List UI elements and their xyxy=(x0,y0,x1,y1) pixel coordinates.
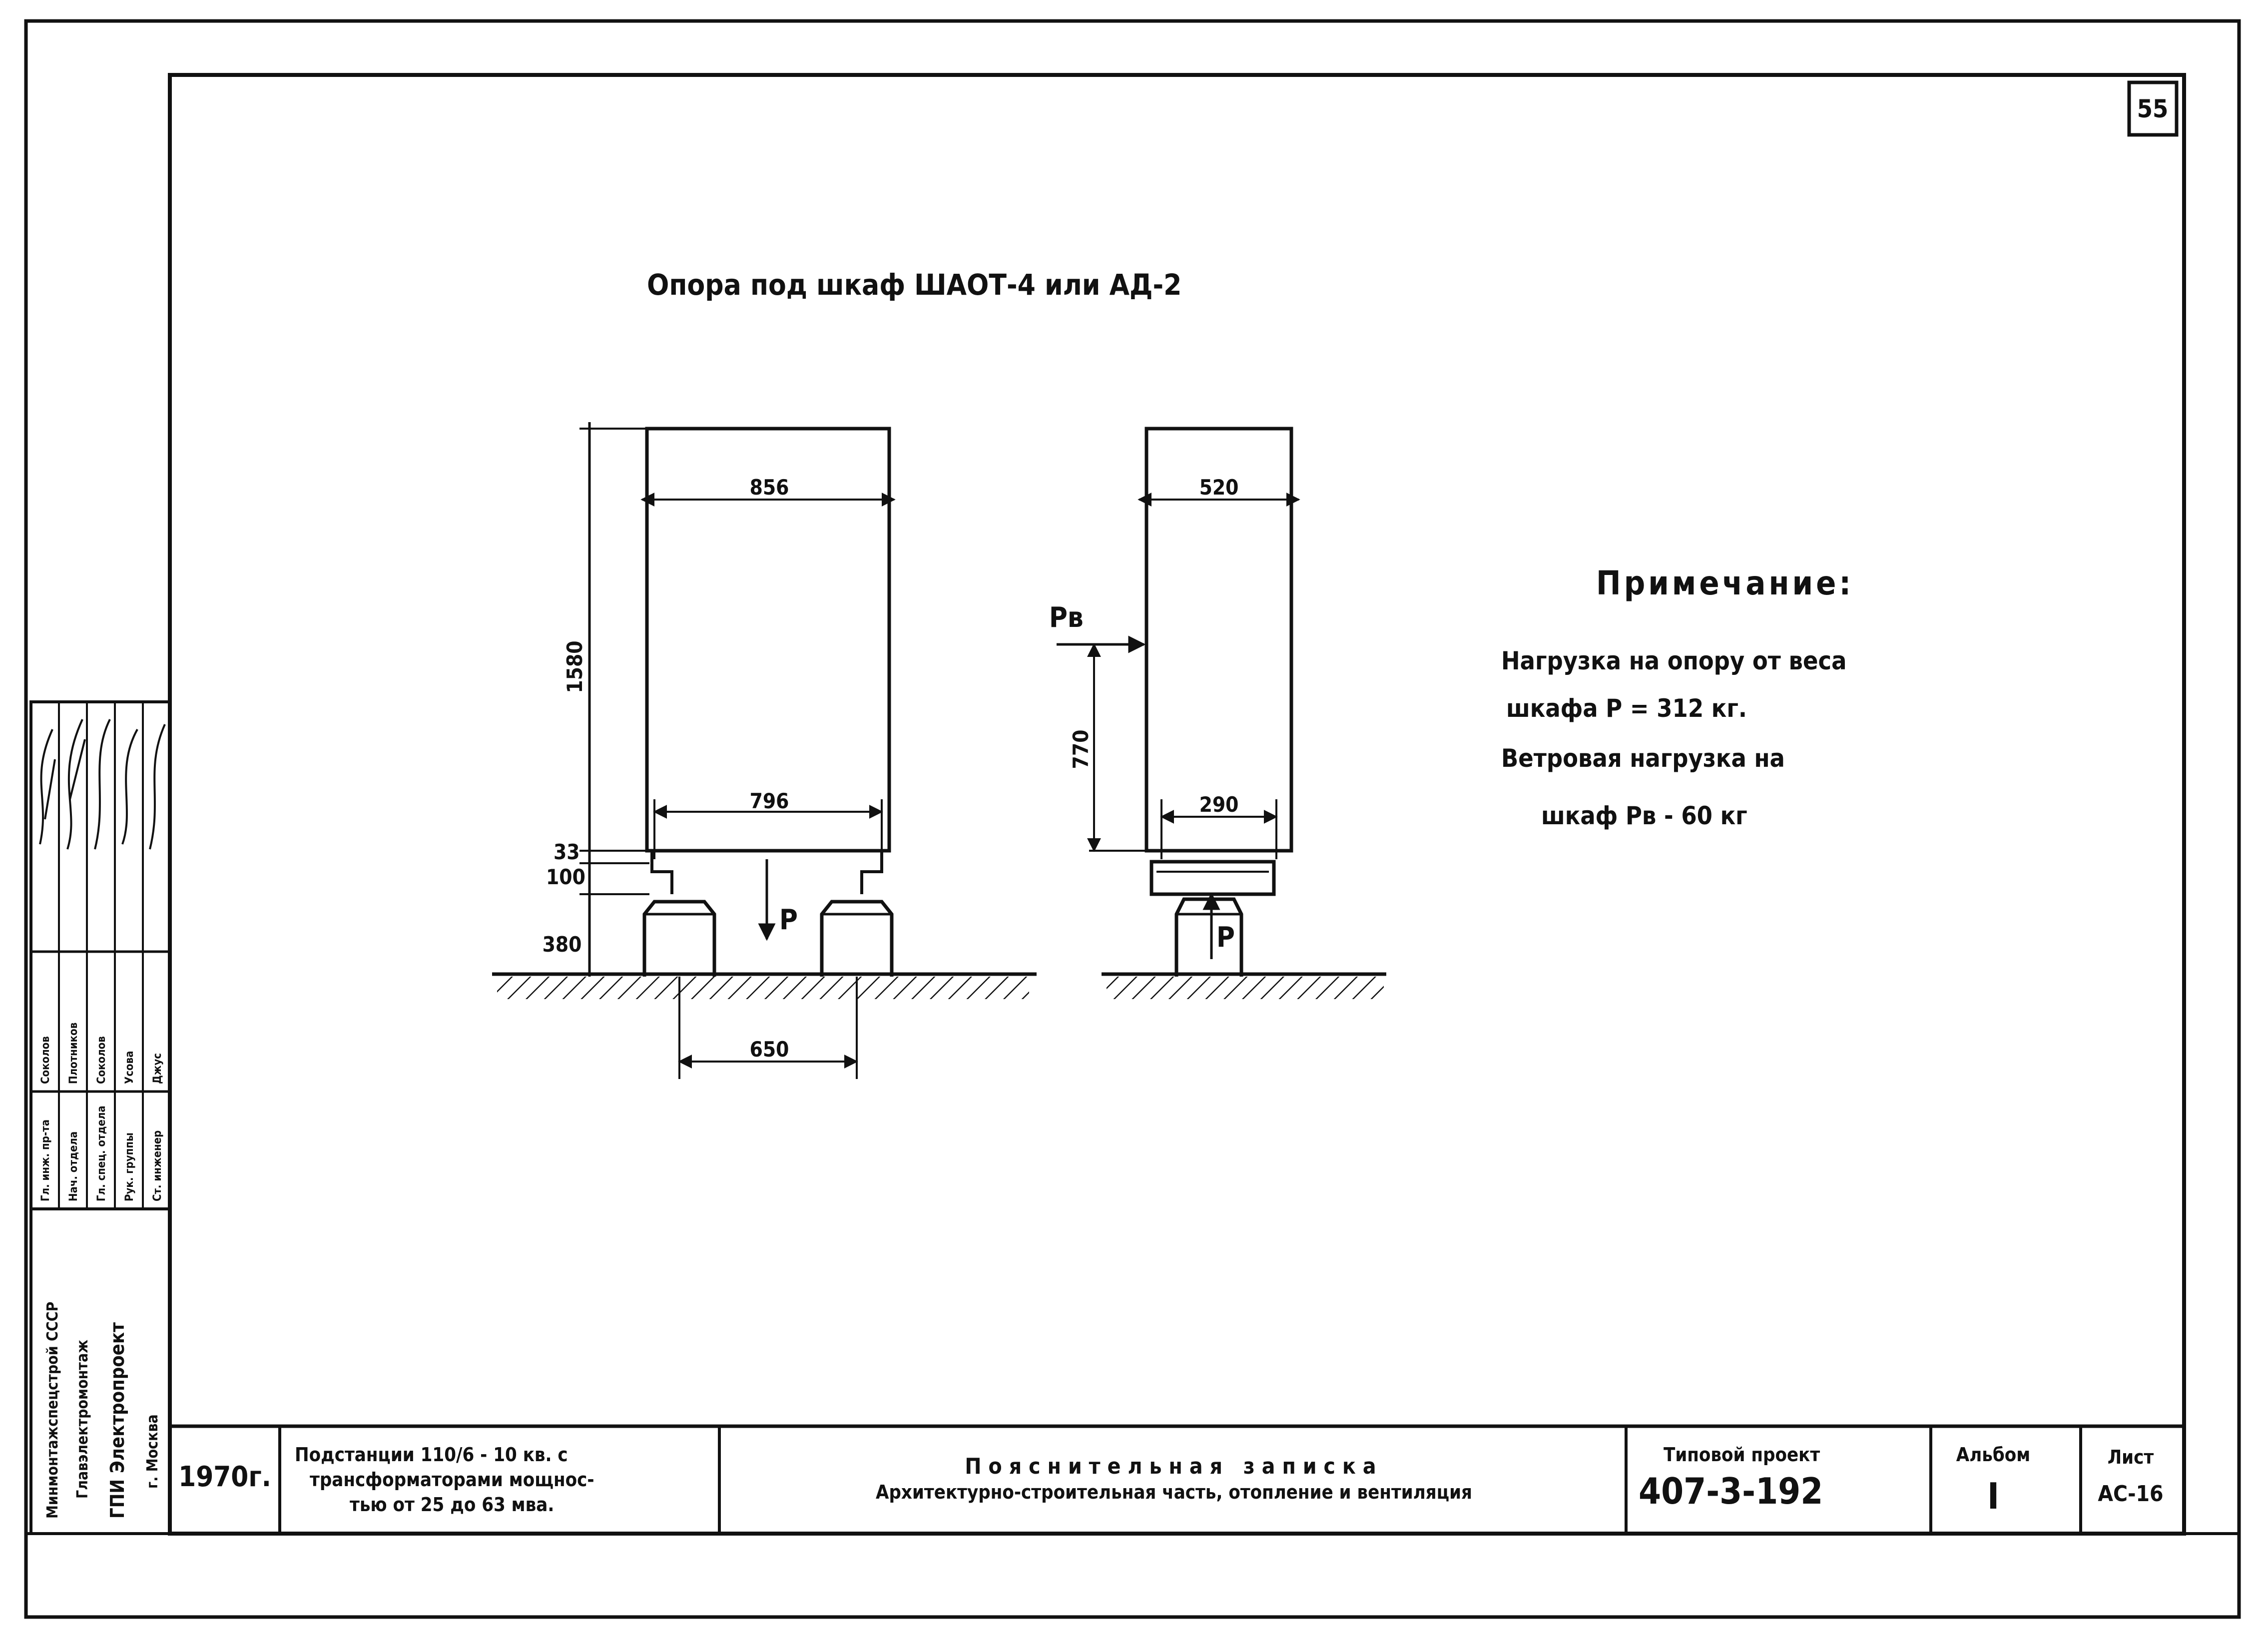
stamp-org-4: г. Москва xyxy=(144,1414,161,1489)
stamp-name-2: Плотников xyxy=(67,1023,80,1084)
title-doc: Пояснительная записка xyxy=(965,1454,1383,1479)
note-line-4: шкаф Рв - 60 кг xyxy=(1541,801,1747,830)
stamp-role-4: Рук. группы xyxy=(123,1132,136,1201)
page-number: 55 xyxy=(2137,94,2169,123)
front-dim-100: 100 xyxy=(546,865,585,889)
front-width-bottom: 796 xyxy=(750,789,789,813)
title-subject-3: тью от 25 до 63 мва. xyxy=(350,1494,554,1516)
side-load-label: Р xyxy=(1216,921,1235,954)
stamp-name-4: Усова xyxy=(123,1051,136,1084)
front-height: 1580 xyxy=(563,640,587,693)
side-base-frame xyxy=(1149,860,1276,896)
front-support-spacing: 650 xyxy=(750,1037,789,1062)
side-cabinet xyxy=(1144,427,1293,853)
title-subject-1: Подстанции 110/6 - 10 кв. с xyxy=(295,1444,568,1466)
title-year: 1970г. xyxy=(178,1461,271,1493)
front-view xyxy=(492,422,1037,1079)
note-line-3: Ветровая нагрузка на xyxy=(1501,744,1785,773)
side-wind-height: 770 xyxy=(1069,730,1093,769)
stamp-role-2: Нач. отдела xyxy=(67,1131,80,1201)
note: Примечание: Нагрузка на опору от веса шк… xyxy=(1501,564,1854,830)
title-album-value: I xyxy=(1987,1475,1999,1517)
side-view-labels: 520 Рв 770 290 Р xyxy=(1049,475,1238,954)
title-album-label: Альбом xyxy=(1956,1444,2030,1466)
title-sheet-label: Лист xyxy=(2108,1446,2154,1468)
page-number-box: 55 xyxy=(2127,80,2179,137)
stamp-org-3: ГПИ Электропроект xyxy=(106,1322,128,1519)
note-heading: Примечание: xyxy=(1596,564,1854,602)
stamp-org-1: Минмонтажспецстрой СССР xyxy=(44,1302,61,1519)
stamp-role-1: Гл. инж. пр-та xyxy=(39,1119,52,1201)
side-width-bottom: 290 xyxy=(1199,792,1239,817)
note-line-2: шкафа Р = 312 кг. xyxy=(1506,694,1747,723)
title-sheet-value: АС-16 xyxy=(2098,1481,2163,1507)
front-load-label: Р xyxy=(779,904,798,936)
side-width-top: 520 xyxy=(1199,475,1239,500)
stamp xyxy=(29,700,171,1535)
front-left-pedestal xyxy=(642,900,716,977)
stamp-text: Гл. инж. пр-та Нач. отдела Гл. спец. отд… xyxy=(39,1023,164,1519)
stamp-name-3: Соколов xyxy=(95,1036,108,1084)
note-line-1: Нагрузка на опору от веса xyxy=(1501,646,1846,675)
front-view-labels: 856 1580 796 33 100 380 Р 650 xyxy=(543,475,798,1062)
title-block xyxy=(170,1424,2184,1534)
title-subject-2: трансформаторами мощнос- xyxy=(310,1469,594,1491)
side-wind-label: Рв xyxy=(1049,601,1084,634)
front-cabinet xyxy=(645,427,891,853)
outer-frame xyxy=(24,19,2241,1619)
front-dim-380: 380 xyxy=(543,932,582,957)
title-project-label: Типовой проект xyxy=(1664,1444,1820,1466)
title-project-number: 407-3-192 xyxy=(1639,1470,1823,1512)
stamp-name-5: Джус xyxy=(151,1053,164,1084)
drawing-title: Опора под шкаф ШАОТ-4 или АД-2 xyxy=(647,268,1181,302)
front-right-pedestal xyxy=(820,900,894,977)
title-block-text: 1970г. Подстанции 110/6 - 10 кв. с транс… xyxy=(178,1444,2163,1517)
stamp-name-1: Соколов xyxy=(39,1036,52,1084)
stamp-org-2: Главэлектромонтаж xyxy=(74,1340,91,1499)
title-doc-subtitle: Архитектурно-строительная часть, отоплен… xyxy=(876,1481,1472,1503)
front-width-top: 856 xyxy=(750,475,789,500)
front-dim-33: 33 xyxy=(554,840,580,864)
stamp-role-5: Ст. инженер xyxy=(151,1130,164,1201)
side-view xyxy=(1057,427,1386,999)
stamp-role-3: Гл. спец. отдела xyxy=(95,1105,108,1201)
